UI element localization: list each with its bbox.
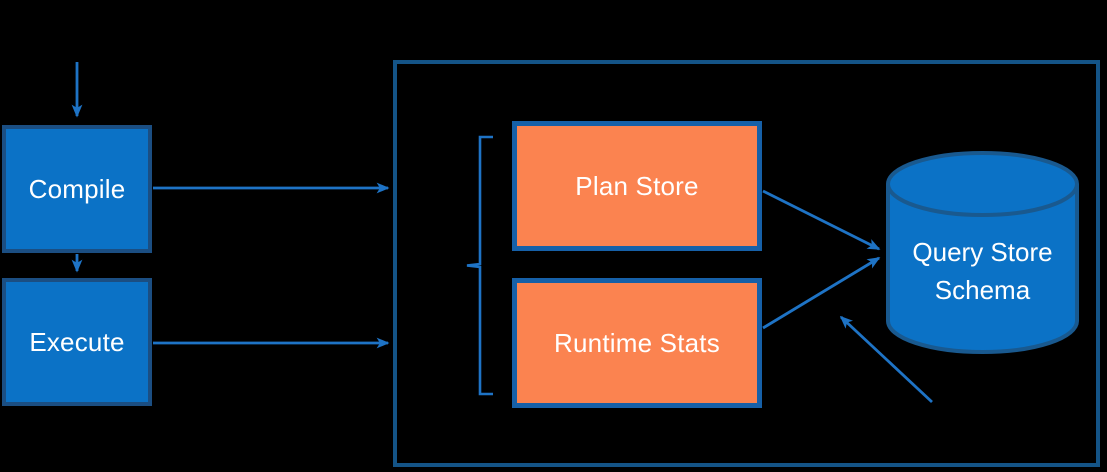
execute-node: Execute xyxy=(2,278,152,406)
query-store-frame xyxy=(393,60,1100,467)
runtime-stats-node: Runtime Stats xyxy=(512,278,762,408)
execute-label: Execute xyxy=(29,326,125,357)
runtime-stats-label: Runtime Stats xyxy=(554,327,720,358)
plan-store-label: Plan Store xyxy=(575,170,699,201)
database-cylinder-icon xyxy=(886,151,1079,354)
arrow-plan-store-to-schema xyxy=(762,189,881,251)
plan-store-node: Plan Store xyxy=(512,121,762,251)
compile-label: Compile xyxy=(28,173,126,204)
grouping-bracket-icon xyxy=(466,135,493,396)
arrow-from-bottom-right xyxy=(839,315,933,404)
compile-node: Compile xyxy=(2,125,152,253)
cylinder-top xyxy=(886,151,1079,217)
cylinder-body xyxy=(886,184,1079,354)
query-store-schema-label: Query Store Schema xyxy=(912,237,1053,305)
arrow-runtime-stats-to-schema xyxy=(762,256,881,330)
